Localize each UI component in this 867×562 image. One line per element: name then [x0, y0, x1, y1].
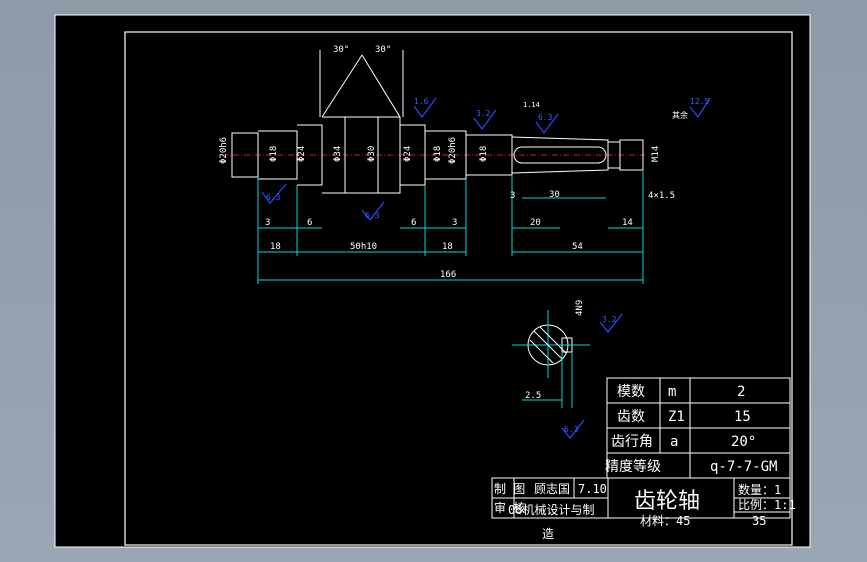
svg-text:Φ18: Φ18 — [433, 146, 443, 162]
tb-name: 顾志国 — [534, 482, 570, 496]
tb-part-name: 齿轮轴 — [634, 489, 700, 514]
roughness-label-4: 3.2 — [476, 109, 491, 118]
angle-label-right: 30° — [375, 45, 391, 55]
tb-num: 35 — [752, 514, 766, 528]
tb-shenhe: 审 核 — [494, 500, 525, 515]
tb-zhitu: 制 图 — [494, 482, 525, 496]
svg-text:Φ18: Φ18 — [269, 146, 279, 162]
svg-text:Φ24: Φ24 — [297, 146, 307, 162]
tb-school: 06机械设计与制 — [508, 502, 594, 517]
param-sym-1: m — [668, 384, 676, 400]
svg-text:Φ20h6: Φ20h6 — [219, 137, 229, 164]
param-label-3: 齿行角 — [611, 434, 653, 450]
diameter-labels: Φ20h6 Φ18 Φ24 Φ34 Φ30 Φ24 Φ18 Φ20h6 Φ18 … — [219, 137, 661, 164]
svg-text:Φ24: Φ24 — [403, 146, 413, 162]
param-val-4: q-7-7-GM — [710, 459, 777, 475]
param-label-1: 模数 — [617, 384, 645, 400]
shaft-profile — [231, 50, 644, 194]
dim-54: 54 — [572, 242, 583, 252]
svg-text:Φ34: Φ34 — [333, 146, 343, 162]
roughness-label-5: 6.3 — [538, 113, 553, 122]
title-block — [491, 477, 791, 519]
dim-14: 14 — [622, 218, 633, 228]
param-val-1: 2 — [737, 384, 745, 400]
param-sym-2: Z1 — [668, 409, 685, 425]
param-val-2: 15 — [734, 409, 751, 425]
tb-school-2: 造 — [542, 527, 554, 541]
param-sym-3: a — [670, 434, 678, 450]
dim-20: 20 — [530, 218, 541, 228]
dim-6a: 6 — [307, 218, 312, 228]
tb-qty: 数量：1 — [738, 482, 781, 497]
dim-1x45: 1.14 — [523, 101, 540, 109]
section-view — [512, 310, 590, 408]
svg-text:M14: M14 — [651, 146, 661, 162]
param-label-4: 精度等级 — [605, 458, 661, 475]
dim-4x1: 4×1.5 — [648, 191, 675, 201]
svg-text:Φ20h6: Φ20h6 — [448, 137, 458, 164]
roughness-label-9: 6.3 — [564, 425, 579, 434]
param-val-3: 20° — [731, 434, 756, 450]
tb-material: 材料：45 — [640, 514, 690, 528]
dim-2-5: 2.5 — [525, 391, 541, 401]
roughness-label-6: 12.5 — [690, 97, 709, 106]
drawing-area — [54, 14, 811, 548]
dim-30: 30 — [549, 190, 560, 200]
dimension-lines — [257, 170, 644, 284]
dim-6b: 6 — [411, 218, 416, 228]
roughness-symbols — [261, 97, 711, 439]
svg-text:Φ18: Φ18 — [479, 146, 489, 162]
drawing-border — [124, 31, 793, 546]
roughness-label-2: 6.3 — [365, 211, 380, 220]
tb-date: 7.10 — [578, 482, 607, 496]
dim-50: 50h10 — [350, 242, 377, 252]
dim-18a: 18 — [270, 242, 281, 252]
roughness-label-1: 6.3 — [266, 193, 281, 202]
param-label-2: 齿数 — [617, 409, 645, 425]
dim-3c: 3 — [510, 191, 515, 201]
svg-text:Φ30: Φ30 — [367, 146, 377, 162]
dim-166: 166 — [440, 270, 456, 280]
dim-4n9: 4N9 — [575, 300, 585, 316]
roughness-label-8: 3.2 — [602, 315, 617, 324]
tb-scale: 比例：1:1 — [738, 498, 796, 512]
roughness-label-3: 1.6 — [414, 97, 429, 106]
dim-18b: 18 — [442, 242, 453, 252]
dim-3b: 3 — [452, 218, 457, 228]
other-roughness-label: 其余 — [672, 110, 688, 120]
angle-label-left: 30° — [333, 45, 349, 55]
dim-3a: 3 — [265, 218, 270, 228]
